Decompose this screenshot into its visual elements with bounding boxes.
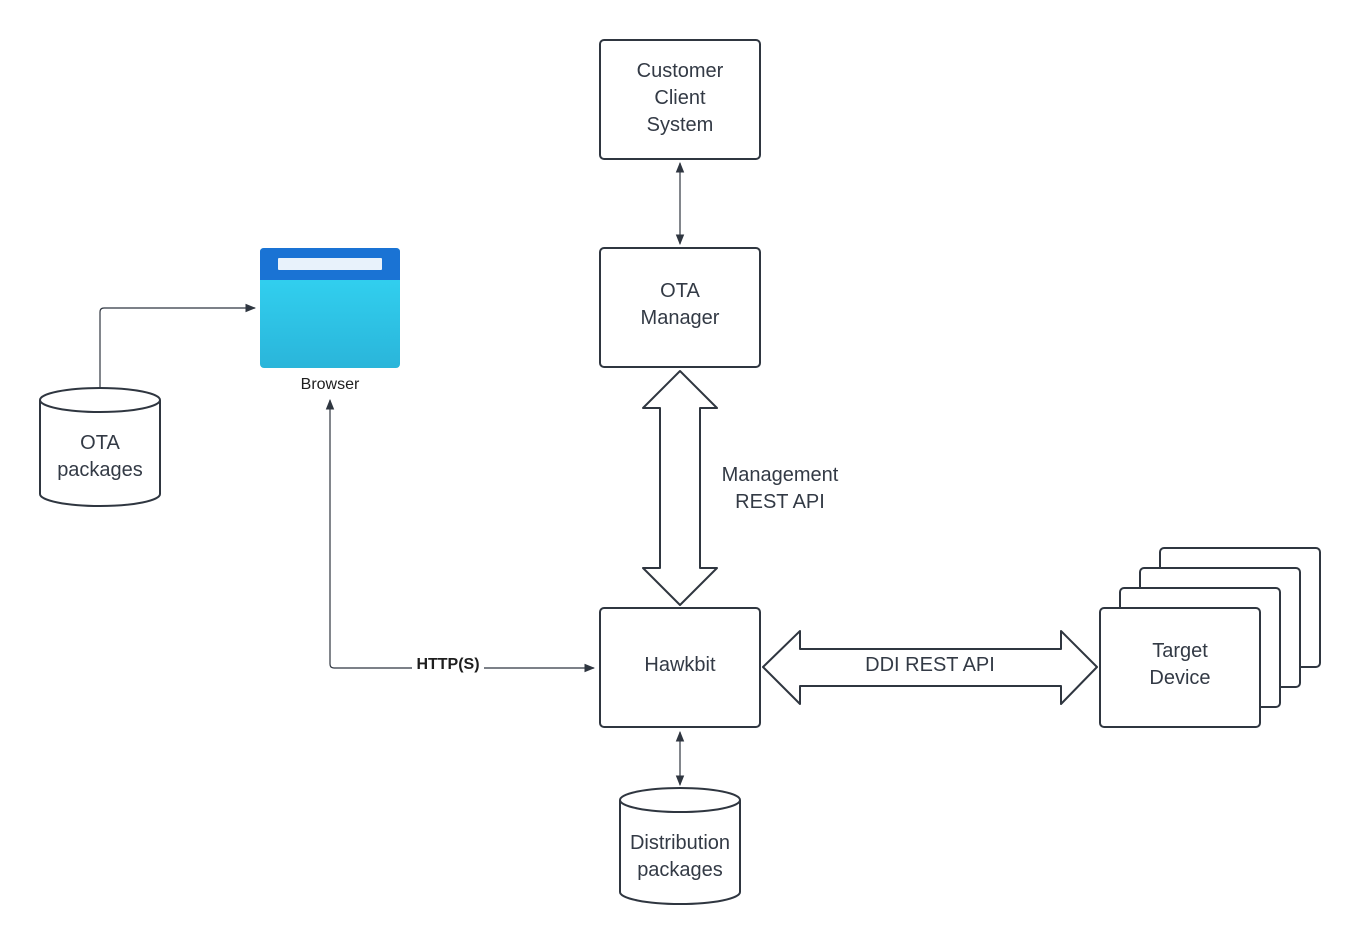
- hawkbit-label: Hawkbit: [644, 654, 716, 676]
- ddi-api-label: DDI REST API: [865, 654, 995, 676]
- http-connector: [325, 398, 596, 673]
- browser-icon: [260, 248, 400, 368]
- customer-client-system-label: Customer Client System: [636, 60, 724, 136]
- http-label: HTTP(S): [416, 656, 480, 673]
- ota-manager-label: OTA Manager: [640, 280, 720, 329]
- target-device-label: Target Device: [1149, 640, 1211, 689]
- ddi-api-arrow: [762, 630, 1098, 705]
- management-api-arrow: [642, 370, 718, 606]
- browser-label: Browser: [300, 376, 360, 393]
- distribution-packages-label: Distribution packages: [629, 832, 731, 881]
- http-label-bg: [412, 656, 484, 676]
- customer-client-system-box: [599, 39, 761, 160]
- target-device-box: [1099, 607, 1261, 728]
- distribution-packages-cylinder: [619, 787, 741, 905]
- ota-packages-cylinder: [39, 387, 161, 507]
- ota-manager-box: [599, 247, 761, 368]
- management-api-label: Management REST API: [721, 464, 839, 513]
- ota-packages-browser-connector: [99, 303, 257, 388]
- hawkbit-box: [599, 607, 761, 728]
- ota-packages-label: OTA packages: [57, 432, 143, 481]
